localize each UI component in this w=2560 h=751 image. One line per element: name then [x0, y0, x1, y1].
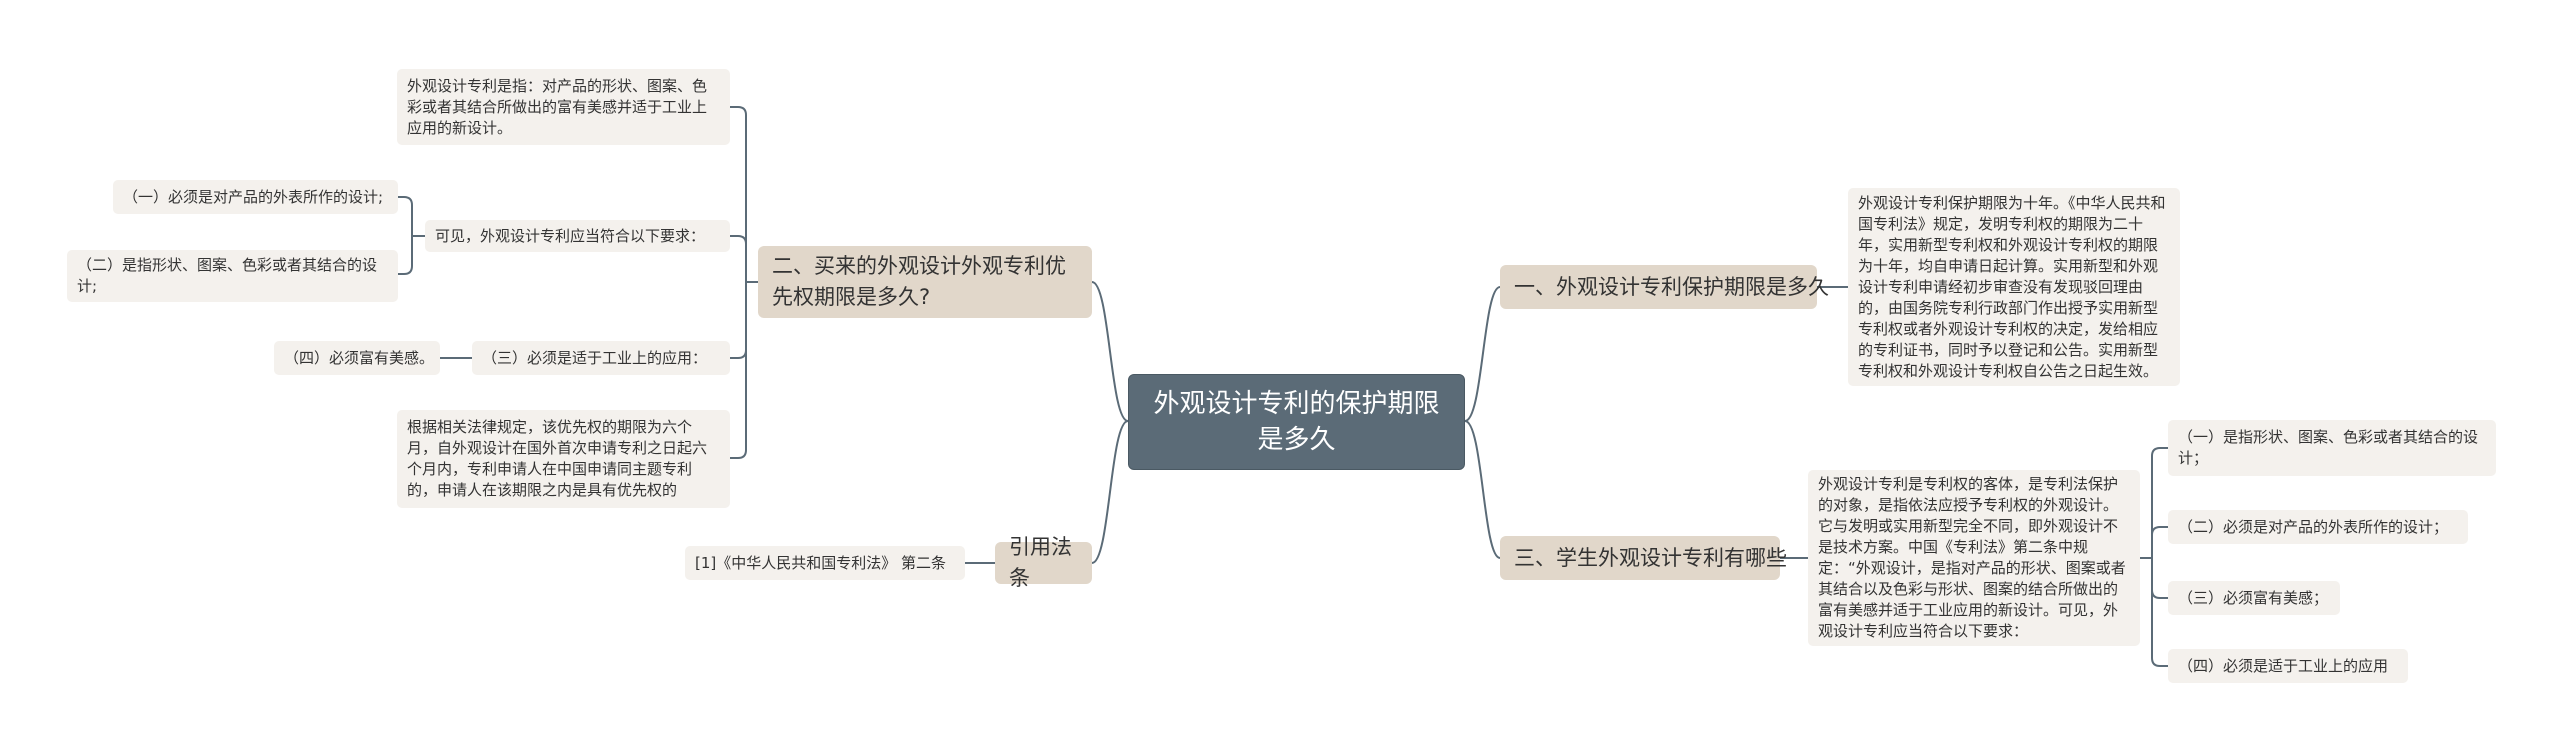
branch-citation-label: 引用法条	[1009, 535, 1072, 590]
link-root-branch2	[1091, 281, 1129, 422]
student-requirement-2[interactable]: （二）必须是对产品的外表所作的设计；	[2168, 510, 2468, 544]
student-patents-detail[interactable]: 外观设计专利是专利权的客体，是专利法保护的对象，是指依法应授予专利权的外观设计。…	[1808, 470, 2140, 646]
branch-protection-period-label: 一、外观设计专利保护期限是多久	[1514, 274, 1829, 299]
requirement-4-text: （四）必须富有美感。	[284, 348, 435, 367]
requirements-heading-text: 可见，外观设计专利应当符合以下要求：	[435, 226, 706, 245]
link-branch2-req	[729, 235, 759, 283]
link-root-branch1	[1464, 286, 1501, 422]
link-req-req2	[397, 235, 426, 275]
link-branch2-priority	[729, 281, 759, 459]
student-requirement-1[interactable]: （一）是指形状、图案、色彩或者其结合的设计；	[2168, 420, 2496, 476]
requirement-3-text: （三）必须是适于工业上的应用：	[482, 348, 708, 367]
student-requirement-4[interactable]: （四）必须是适于工业上的应用	[2168, 649, 2408, 683]
branch-priority-period[interactable]: 二、买来的外观设计外观专利优先权期限是多久?	[758, 246, 1092, 318]
requirement-1[interactable]: （一）必须是对产品的外表所作的设计;	[113, 180, 398, 214]
priority-rule[interactable]: 根据相关法律规定，该优先权的期限为六个月，自外观设计在国外首次申请专利之日起六个…	[397, 410, 730, 508]
link-b3text-item2	[2139, 526, 2169, 559]
priority-rule-text: 根据相关法律规定，该优先权的期限为六个月，自外观设计在国外首次申请专利之日起六个…	[407, 418, 708, 499]
requirement-1-text: （一）必须是对产品的外表所作的设计;	[123, 187, 384, 206]
branch-protection-period[interactable]: 一、外观设计专利保护期限是多久	[1500, 265, 1829, 309]
student-requirement-4-text: （四）必须是适于工业上的应用	[2178, 656, 2389, 675]
requirement-2-text: （二）是指形状、图案、色彩或者其结合的设计;	[77, 256, 378, 295]
design-patent-definition-text: 外观设计专利是指：对产品的形状、图案、色彩或者其结合所做出的富有美感并适于工业上…	[407, 76, 708, 137]
root-topic[interactable]: 外观设计专利的保护期限是多久	[1128, 374, 1465, 470]
protection-period-detail[interactable]: 外观设计专利保护期限为十年。《中华人民共和国专利法》规定，发明专利权的期限为二十…	[1848, 188, 2180, 386]
student-requirement-3-text: （三）必须富有美感；	[2178, 588, 2329, 607]
link-b3text-item3	[2139, 557, 2169, 599]
link-branch2-def	[729, 106, 759, 283]
link-root-branch3	[1464, 420, 1501, 559]
citation-item-text: [1]《中华人民共和国专利法》 第二条	[695, 553, 947, 572]
branch-priority-period-label: 二、买来的外观设计外观专利优先权期限是多久?	[772, 254, 1066, 309]
student-requirement-3[interactable]: （三）必须富有美感；	[2168, 581, 2340, 615]
student-patents-detail-text: 外观设计专利是专利权的客体，是专利法保护的对象，是指依法应授予专利权的外观设计。…	[1818, 475, 2126, 640]
student-requirement-2-text: （二）必须是对产品的外表所作的设计；	[2178, 517, 2449, 536]
root-topic-label: 外观设计专利的保护期限是多久	[1153, 389, 1440, 455]
link-branch2-req3	[729, 281, 759, 359]
requirement-3[interactable]: （三）必须是适于工业上的应用：	[472, 341, 730, 375]
branch-student-patents[interactable]: 三、学生外观设计专利有哪些	[1500, 536, 1787, 580]
link-b3text-item4	[2139, 557, 2169, 667]
requirements-heading[interactable]: 可见，外观设计专利应当符合以下要求：	[425, 220, 730, 252]
link-root-citation	[1091, 420, 1129, 564]
requirement-2[interactable]: （二）是指形状、图案、色彩或者其结合的设计;	[67, 250, 398, 302]
protection-period-detail-text: 外观设计专利保护期限为十年。《中华人民共和国专利法》规定，发明专利权的期限为二十…	[1858, 193, 2166, 380]
requirement-4[interactable]: （四）必须富有美感。	[274, 341, 440, 375]
link-req-req1	[397, 196, 426, 237]
branch-citation[interactable]: 引用法条	[995, 535, 1092, 590]
citation-item[interactable]: [1]《中华人民共和国专利法》 第二条	[685, 546, 965, 580]
link-b3text-item1	[2139, 447, 2169, 559]
design-patent-definition[interactable]: 外观设计专利是指：对产品的形状、图案、色彩或者其结合所做出的富有美感并适于工业上…	[397, 69, 730, 145]
student-requirement-1-text: （一）是指形状、图案、色彩或者其结合的设计；	[2178, 428, 2479, 467]
branch-student-patents-label: 三、学生外观设计专利有哪些	[1514, 545, 1787, 570]
